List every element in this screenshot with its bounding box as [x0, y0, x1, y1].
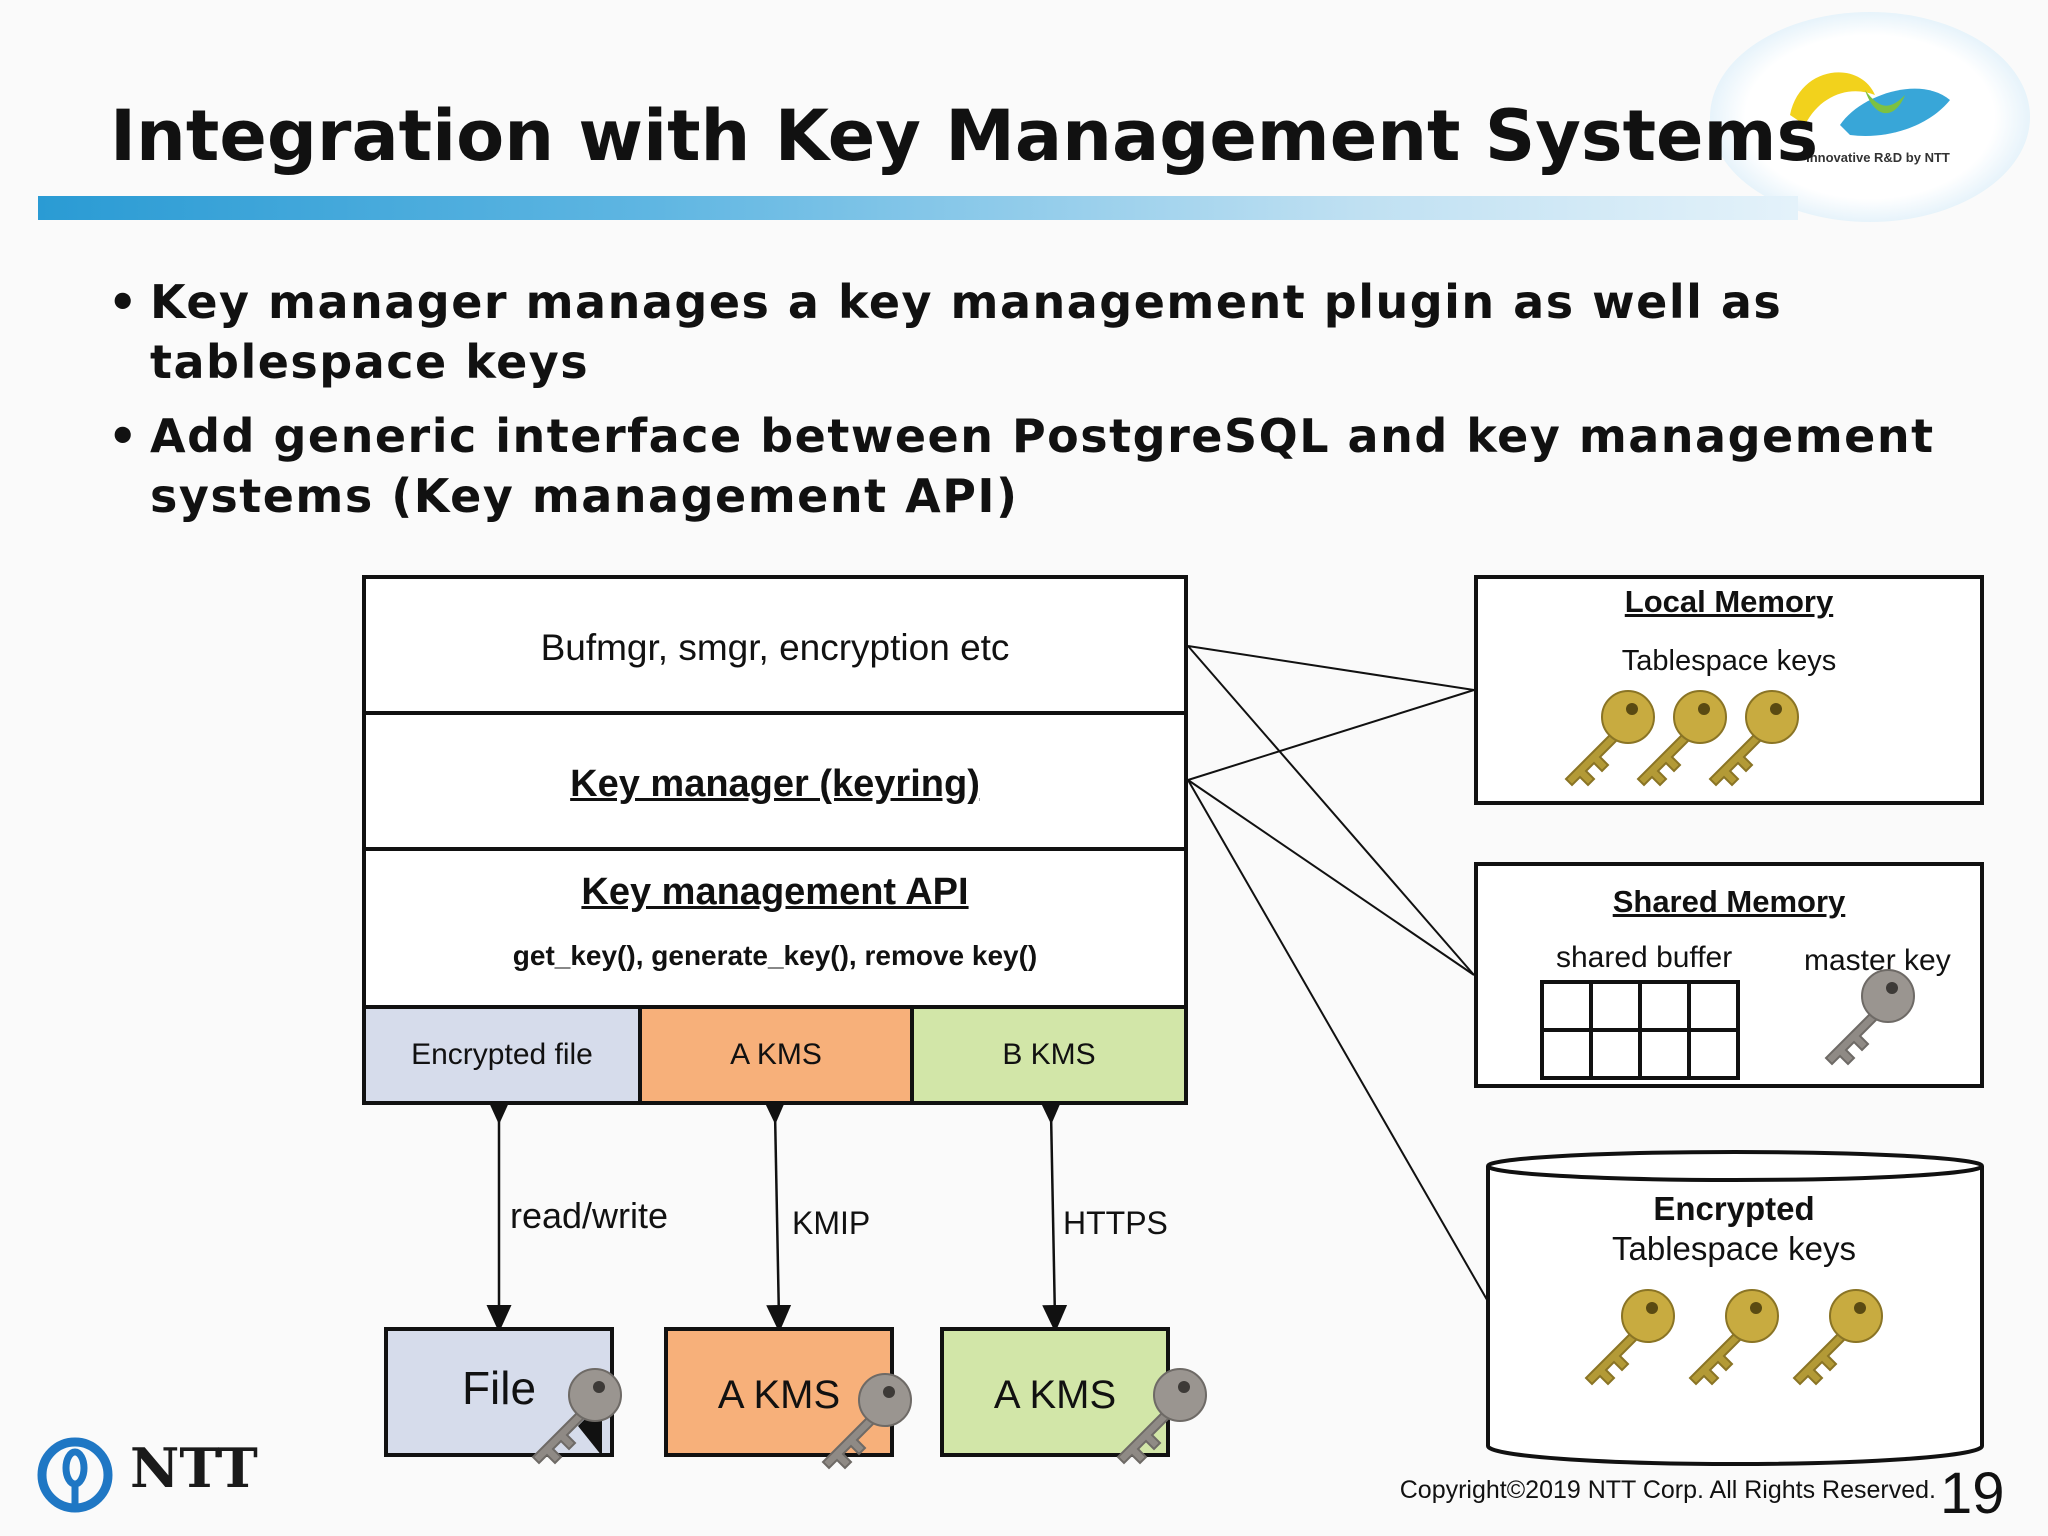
- slide-title: Integration with Key Management Systems: [110, 95, 1819, 177]
- ntt-swirl-logo-icon: [1790, 72, 1950, 136]
- ntt-wordmark: NTT: [130, 1436, 258, 1500]
- bullet-list: Key manager manages a key management plu…: [108, 272, 1988, 540]
- subsystem-label: Bufmgr, smgr, encryption etc: [540, 627, 1010, 668]
- plugin-encrypted-file: Encrypted file: [362, 1005, 642, 1105]
- shared-memory-title: Shared Memory: [1612, 884, 1846, 919]
- conn-label-read-write: read/write: [510, 1195, 669, 1236]
- plugin-b-kms: B KMS: [910, 1005, 1188, 1105]
- local-memory-panel: Local Memory Tablespace keys: [1474, 575, 1984, 805]
- key-manager-layer: Key manager (keyring): [362, 711, 1188, 851]
- key-manager-label: Key manager (keyring): [570, 763, 980, 805]
- ntt-globe-icon: [37, 1437, 113, 1513]
- encrypted-disk-cylinder: [1486, 1150, 1984, 1466]
- kms-api-functions: get_key(), generate_key(), remove key(): [512, 940, 1038, 971]
- bullet-item: Key manager manages a key management plu…: [108, 272, 1988, 392]
- shared-buffer-grid: [1540, 980, 1740, 1080]
- plugin-a-kms: A KMS: [638, 1005, 914, 1105]
- master-key-icon: [1825, 969, 1915, 1065]
- subsystem-layer: Bufmgr, smgr, encryption etc: [362, 575, 1188, 715]
- shared-buffer-label: shared buffer: [1556, 941, 1733, 974]
- kms-api-title: Key management API: [581, 871, 969, 913]
- conn-label-kmip: KMIP: [792, 1205, 871, 1241]
- logo-caption: Innovative R&D by NTT: [1806, 150, 1950, 165]
- local-memory-subtitle: Tablespace keys: [1621, 645, 1837, 677]
- disk-title: Encrypted: [1653, 1190, 1815, 1227]
- copyright-text: Copyright©2019 NTT Corp. All Rights Rese…: [1399, 1476, 1936, 1504]
- tablespace-keys-icon: [1565, 690, 1799, 786]
- store-a-kms: A KMS: [664, 1327, 894, 1457]
- kms-api-layer: Key management API get_key(), generate_k…: [362, 847, 1188, 1009]
- shared-memory-panel: Shared Memory shared buffer master key: [1474, 862, 1984, 1088]
- local-memory-title: Local Memory: [1624, 584, 1834, 619]
- conn-label-https: HTTPS: [1063, 1205, 1168, 1241]
- store-a-kms-second: A KMS: [940, 1327, 1170, 1457]
- page-number: 19: [1940, 1461, 2005, 1526]
- bullet-item: Add generic interface between PostgreSQL…: [108, 406, 1988, 526]
- disk-subtitle: Tablespace keys: [1612, 1230, 1856, 1267]
- file-fold-icon: [578, 1402, 602, 1456]
- title-underline-bar: [38, 196, 1798, 220]
